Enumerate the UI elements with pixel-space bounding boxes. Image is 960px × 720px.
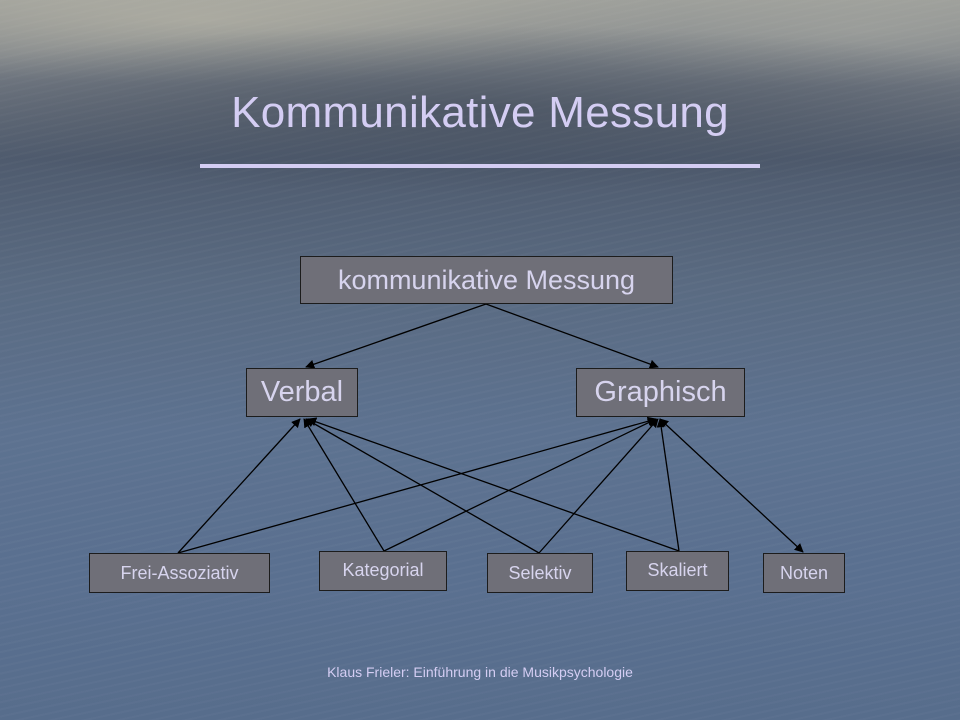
arrow-root-verbal [305, 303, 487, 369]
arrow-frei-verbal [177, 418, 301, 554]
node-frei-assoziativ: Frei-Assoziativ [89, 553, 270, 593]
arrow-skaliert-verbal [307, 417, 680, 552]
arrow-skaliert-graphisch [656, 418, 680, 552]
slide-footer: Klaus Frieler: Einführung in die Musikps… [327, 664, 633, 680]
node-skaliert: Skaliert [626, 551, 729, 591]
arrow-selektiv-verbal [305, 418, 540, 554]
arrow-kategorial-graphisch [383, 418, 657, 552]
node-noten: Noten [763, 553, 845, 593]
arrow-frei-graphisch [177, 416, 657, 554]
arrow-selektiv-graphisch [538, 418, 659, 554]
node-kategorial: Kategorial [319, 551, 447, 591]
arrow-kategorial-verbal [303, 418, 385, 552]
node-selektiv: Selektiv [487, 553, 593, 593]
node-graphisch: Graphisch [576, 368, 745, 417]
node-verbal: Verbal [246, 368, 358, 417]
slide-title: Kommunikative Messung [231, 88, 729, 137]
node-kommunikative-messung: kommunikative Messung [300, 256, 673, 304]
arrow-graphisch-noten [659, 418, 804, 553]
title-underline [200, 164, 760, 168]
arrow-root-graphisch [485, 303, 659, 369]
